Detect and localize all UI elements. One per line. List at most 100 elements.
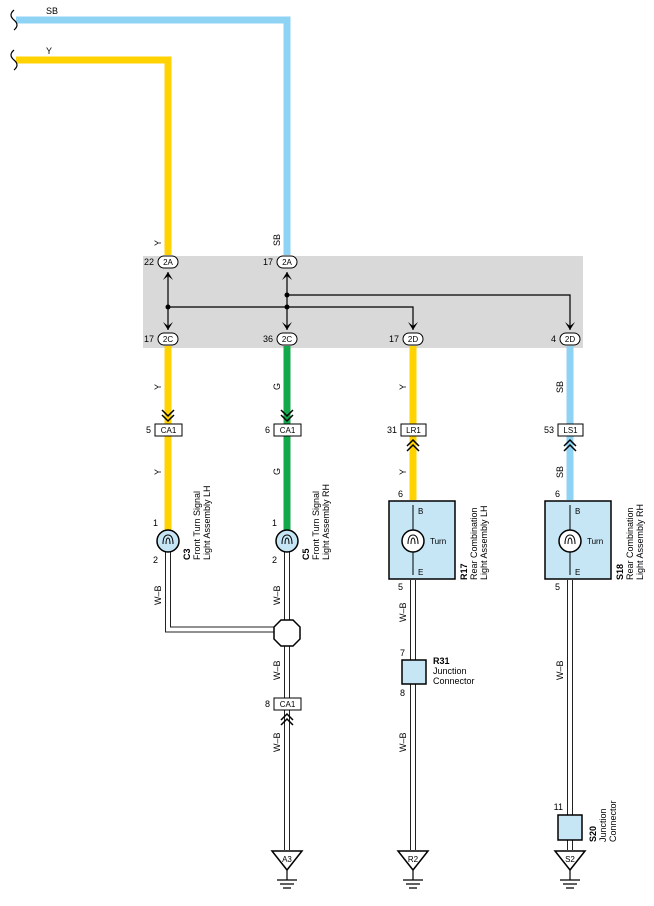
terminal-label: Turn xyxy=(430,537,446,546)
component-name: Rear Combination xyxy=(625,507,635,580)
inline-connector-lr1: LR1 xyxy=(400,423,427,437)
wire-label-sb-top: SB xyxy=(272,234,282,246)
pin-number: 4 xyxy=(551,334,556,344)
svg-text:A3: A3 xyxy=(282,855,292,864)
component-id: C3 xyxy=(182,548,192,560)
svg-text:R2: R2 xyxy=(408,855,419,864)
component-id: S18 xyxy=(615,564,625,580)
connector-2a-sb: 2A xyxy=(276,255,298,269)
front-turn-signal-lh xyxy=(156,529,180,553)
component-name: Junction xyxy=(598,808,608,842)
terminal-label: B xyxy=(418,507,423,516)
inline-connector-ls1: LS1 xyxy=(557,423,584,437)
wire-label: W–B xyxy=(272,660,282,680)
connector-2c-lh: 2C xyxy=(157,332,179,346)
pin-number: 5 xyxy=(555,582,560,592)
svg-text:2A: 2A xyxy=(163,258,173,267)
component-id: S20 xyxy=(588,826,598,842)
wire-break-mark-sb xyxy=(10,9,18,31)
component-name: Light Assembly RH xyxy=(321,484,331,560)
pin-number: 5 xyxy=(398,582,403,592)
svg-text:CA1: CA1 xyxy=(161,426,177,435)
pin-number: 6 xyxy=(398,489,403,499)
wire-sb-input xyxy=(16,16,291,255)
wire-label: G xyxy=(272,468,282,475)
wire-label: W–B xyxy=(272,732,282,752)
pin-number: 2 xyxy=(272,555,277,565)
pin-number: 17 xyxy=(263,257,273,267)
inline-connector-ca1-1: CA1 xyxy=(154,423,183,437)
ground-a3: A3 xyxy=(270,850,304,889)
wire-label: W–B xyxy=(153,585,163,605)
wire-y-input xyxy=(16,56,172,255)
splice-dot xyxy=(165,304,171,310)
svg-text:2D: 2D xyxy=(565,335,575,344)
wire-label-y-input: Y xyxy=(46,46,52,56)
wire-label: G xyxy=(272,383,282,390)
splice-dot xyxy=(284,292,290,298)
junction-arrows xyxy=(163,272,575,330)
svg-text:2D: 2D xyxy=(408,335,418,344)
wire-break-mark-y xyxy=(10,49,18,71)
component-name: Connector xyxy=(608,800,618,842)
junction-internal-wiring xyxy=(167,272,571,330)
pin-number: 17 xyxy=(144,334,154,344)
component-name: Connector xyxy=(433,676,475,686)
pin-number: 1 xyxy=(272,518,277,528)
inline-connector-ca1-2: CA1 xyxy=(273,423,302,437)
svg-text:2C: 2C xyxy=(163,335,173,344)
pin-number: 22 xyxy=(144,257,154,267)
splice-point xyxy=(273,619,301,647)
connector-2c-rh: 2C xyxy=(276,332,298,346)
pin-number: 11 xyxy=(554,802,563,812)
svg-text:CA1: CA1 xyxy=(280,700,296,709)
connector-2a-y: 2A xyxy=(157,255,179,269)
wire-label: SB xyxy=(555,466,565,478)
terminal-label: Turn xyxy=(587,537,603,546)
rear-combination-light-lh: B Turn E xyxy=(388,500,456,580)
rear-combination-light-rh: B Turn E xyxy=(544,500,612,580)
component-name: Junction xyxy=(433,666,467,676)
component-name: Light Assembly LH xyxy=(202,485,212,560)
wire-label: Y xyxy=(153,469,163,475)
wire-label: Y xyxy=(153,384,163,390)
pin-number: 36 xyxy=(263,334,273,344)
wire-label: W–B xyxy=(272,585,282,605)
inline-connector-ca1-3: CA1 xyxy=(273,697,302,711)
svg-text:CA1: CA1 xyxy=(280,426,296,435)
component-name: Rear Combination xyxy=(469,507,479,580)
wire-label: W–B xyxy=(398,602,408,622)
wire-label: W–B xyxy=(398,732,408,752)
connector-2d-lh: 2D xyxy=(402,332,424,346)
component-name: Light Assembly RH xyxy=(635,504,645,580)
splice-dot xyxy=(284,304,290,310)
terminal-label: E xyxy=(418,568,423,577)
pin-number: 31 xyxy=(387,425,397,435)
wire-label-y-top: Y xyxy=(153,240,163,246)
junction-connector-s20 xyxy=(557,814,583,841)
pin-number: 2 xyxy=(153,555,158,565)
pin-number: 1 xyxy=(153,518,158,528)
wire-label: Y xyxy=(398,384,408,390)
pin-number: 8 xyxy=(265,699,270,709)
svg-text:LR1: LR1 xyxy=(406,426,421,435)
svg-text:2A: 2A xyxy=(282,258,292,267)
wire-label: Y xyxy=(398,469,408,475)
svg-text:2C: 2C xyxy=(282,335,292,344)
ground-r2: R2 xyxy=(396,850,430,889)
connector-chevrons-lower xyxy=(280,712,294,726)
component-name: Light Assembly LH xyxy=(479,505,489,580)
terminal-label: B xyxy=(575,507,580,516)
component-id: R31 xyxy=(433,656,450,666)
svg-text:S2: S2 xyxy=(565,855,575,864)
junction-block xyxy=(143,256,583,348)
component-name: Front Turn Signal xyxy=(311,491,321,560)
pin-number: 8 xyxy=(400,688,405,698)
wire-label: SB xyxy=(555,381,565,393)
pin-number: 17 xyxy=(389,334,399,344)
pin-number: 7 xyxy=(400,648,405,658)
ground-s2: S2 xyxy=(553,850,587,889)
pin-number: 53 xyxy=(544,425,554,435)
pin-number: 6 xyxy=(555,489,560,499)
